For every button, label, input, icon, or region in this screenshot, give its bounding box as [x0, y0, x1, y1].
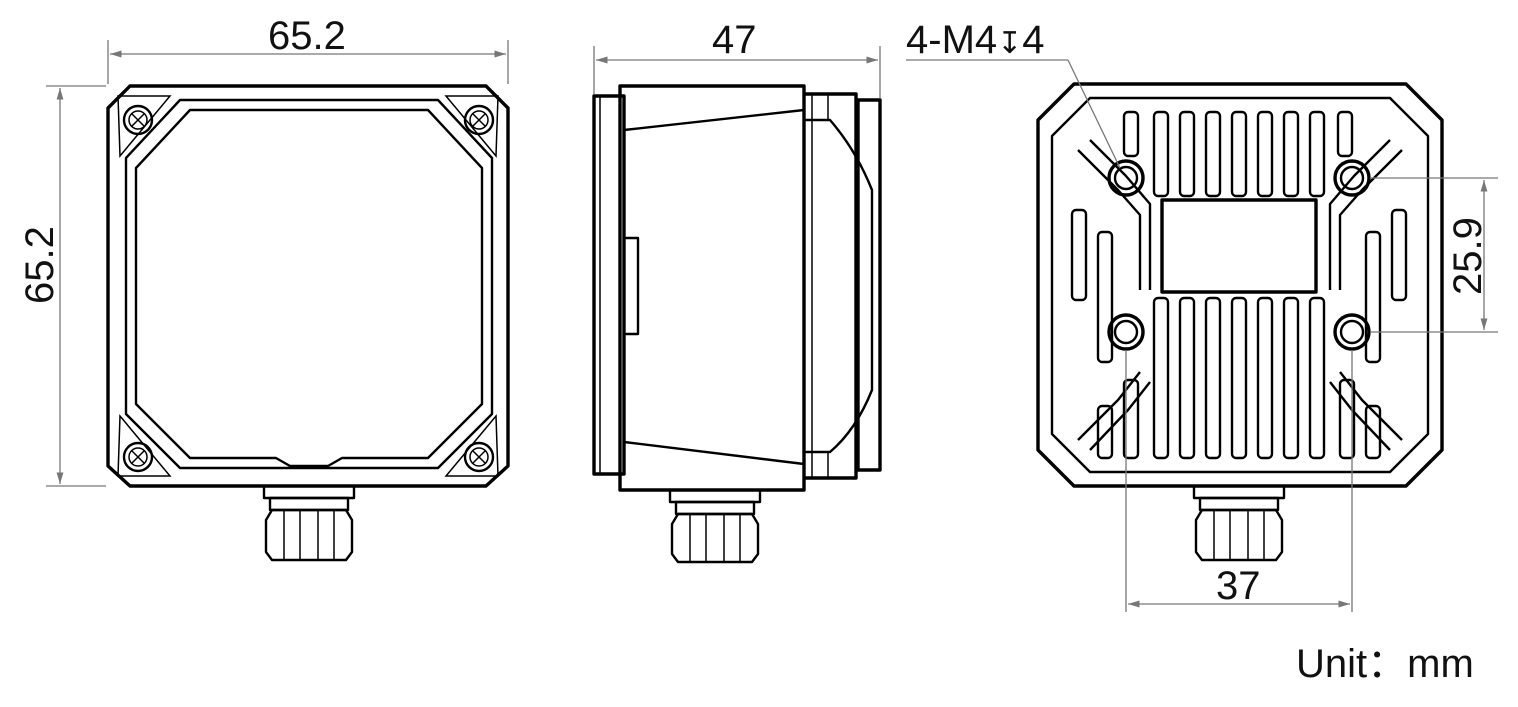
screw-icon [463, 441, 495, 473]
depth-symbol-icon: ↧ [997, 27, 1023, 60]
front-height-label: 65.2 [18, 226, 62, 304]
hole-horizontal-spacing-label: 37 [1216, 564, 1261, 608]
screw-icon [463, 104, 495, 136]
side-dimensions [593, 46, 881, 98]
front-view [106, 84, 510, 562]
mounting-hole-icon [1107, 313, 1145, 351]
thread-depth: 4 [1022, 18, 1045, 62]
unit-label: Unit：mm [1296, 642, 1474, 686]
thread-spec: 4-M4 [906, 18, 998, 62]
mounting-hole-icon [1333, 313, 1371, 351]
screw-icon [122, 104, 154, 136]
side-view [592, 84, 882, 564]
front-width-label: 65.2 [268, 14, 346, 58]
screw-icon [122, 441, 154, 473]
back-view [1036, 82, 1444, 562]
back-dimensions [906, 59, 1498, 612]
hole-vertical-spacing-label: 25.9 [1446, 217, 1490, 295]
mounting-hole-icon [1107, 159, 1145, 197]
side-depth-label: 47 [712, 18, 757, 62]
thread-callout: 4-M4↧4 [906, 20, 1045, 60]
front-dimensions [46, 40, 509, 487]
